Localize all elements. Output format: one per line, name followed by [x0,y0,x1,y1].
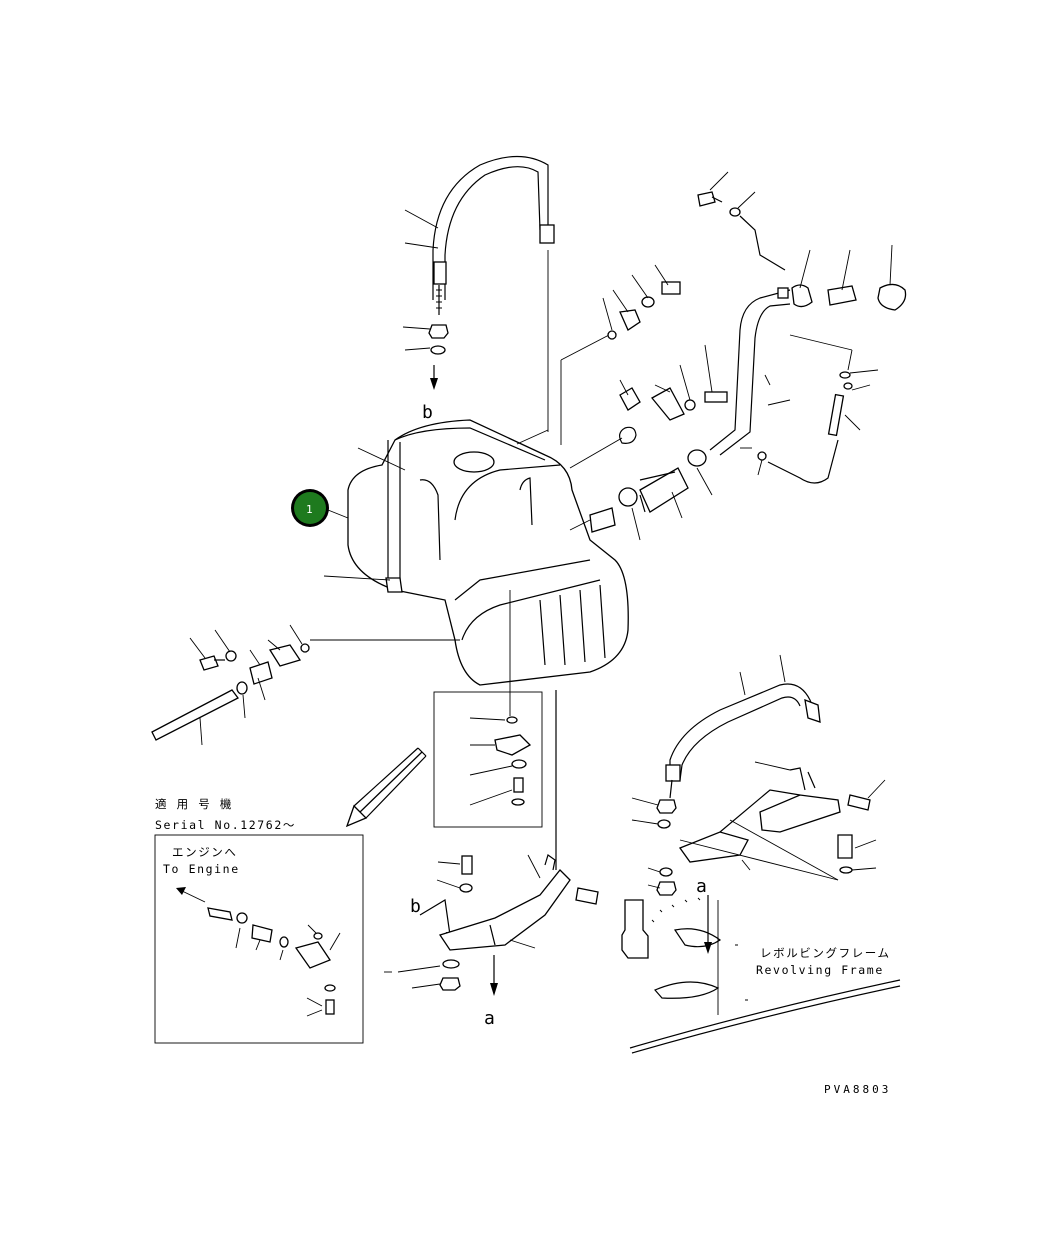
callout-1: 1 [291,489,349,527]
left-fittings [151,624,460,746]
drawing-code: PVA8803 [824,1083,891,1096]
top-right-fittings [697,171,907,311]
arrow-icon [430,378,438,390]
revolving-jp: レボルビングフレーム [760,946,891,960]
arrow-icon [704,942,712,954]
callout-number: 1 [306,503,313,516]
inset-en: To Engine [163,862,240,876]
tank-icon [347,419,629,686]
serial-jp: 適 用 号 機 [155,797,233,811]
view-label-a-right: a [696,876,707,897]
mounting-bracket-center [384,690,599,996]
view-label-b-bottom: b [410,896,421,917]
hose-assembly [569,289,879,541]
revolving-frame [621,895,901,1054]
view-label-a-bottom: a [484,1008,495,1029]
drain-detail-box [433,690,543,828]
lower-strap [631,654,886,896]
serial-inset: エンジンへ To Engine [154,834,364,1044]
serial-en: Serial No.12762～ [155,818,296,832]
revolving-en: Revolving Frame [756,963,884,977]
bolt-icon [697,191,716,207]
inset-jp: エンジンへ [172,845,238,859]
fuel-tank [347,419,629,690]
arrow-icon [345,751,423,828]
hose-icon [639,467,689,513]
view-label-b-top: b [422,402,433,423]
filler-parts [569,264,728,469]
upper-strap [402,156,555,390]
arrow-icon [490,983,498,996]
